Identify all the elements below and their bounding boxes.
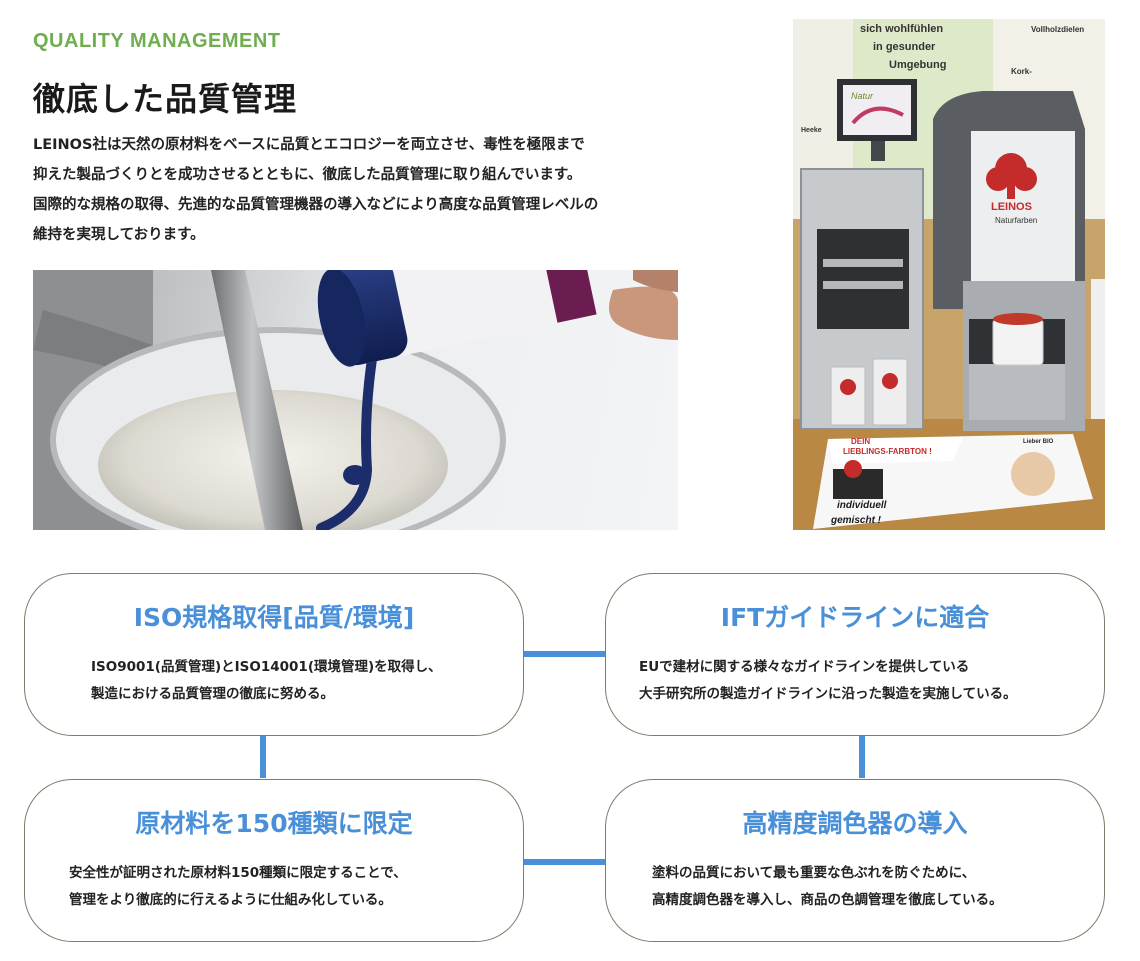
banner-line-4: gemischt ! — [831, 515, 882, 526]
poster-slogan-2: in gesunder — [873, 41, 936, 53]
feature-line: 高精度調色器を導入し、商品の色調管理を徹底している。 — [652, 892, 1003, 908]
banner-line-1: DEIN — [851, 437, 871, 446]
intro-line: 抑えた製品づくりとを成功させるとともに、徹底した品質管理に取り組んでいます。 — [33, 167, 582, 183]
feature-line: ISO9001(品質管理)とISO14001(環境管理)を取得し、 — [91, 659, 442, 675]
feature-line: EUで建材に関する様々なガイドラインを提供している — [639, 659, 970, 675]
banner-logo: Lieber BIO — [1023, 439, 1054, 445]
connector-h-top — [524, 651, 605, 657]
poster-kork-text: Kork- — [1011, 67, 1032, 76]
feature-title: IFTガイドラインに適合 — [720, 603, 990, 632]
monitor-screen-text: Natur — [851, 91, 874, 101]
connector-v-left — [260, 736, 266, 778]
banner-line-2: LIEBLINGS-FARBTON ! — [843, 447, 932, 456]
feature-line: 製造における品質管理の徹底に努める。 — [91, 686, 334, 702]
feature-description: 塗料の品質において最も重要な色ぶれを防ぐために、 高精度調色器を導入し、商品の色… — [652, 860, 1003, 914]
connector-h-bottom — [524, 859, 605, 865]
feature-card-ift: IFTガイドラインに適合 EUで建材に関する様々なガイドラインを提供している 大… — [605, 573, 1105, 736]
feature-title: 原材料を150種類に限定 — [135, 809, 413, 838]
feature-line: 安全性が証明された原材料150種類に限定することで、 — [69, 865, 407, 881]
feature-description: ISO9001(品質管理)とISO14001(環境管理)を取得し、 製造における… — [91, 654, 442, 708]
feature-card-raw-materials: 原材料を150種類に限定 安全性が証明された原材料150種類に限定することで、 … — [24, 779, 524, 942]
page-title: 徹底した品質管理 — [33, 80, 298, 118]
intro-line: 維持を実現しております。 — [33, 227, 205, 243]
feature-title: ISO規格取得[品質/環境] — [133, 603, 415, 632]
connector-v-right — [859, 736, 865, 778]
feature-line: 大手研究所の製造ガイドラインに沿った製造を実施している。 — [639, 686, 1017, 702]
machine-brand-sub: Naturfarben — [995, 216, 1038, 225]
paint-pour-photo — [33, 270, 678, 530]
feature-title: 高精度調色器の導入 — [742, 809, 968, 838]
intro-text: LEINOS社は天然の原材料をベースに品質とエコロジーを両立させ、毒性を極限まで… — [33, 130, 753, 250]
poster-right-text: Vollholzdielen — [1031, 25, 1085, 34]
poster-slogan-3: Umgebung — [889, 59, 947, 71]
feature-description: 安全性が証明された原材料150種類に限定することで、 管理をより徹底的に行えるよ… — [69, 860, 407, 914]
intro-line: 国際的な規格の取得、先進的な品質管理機器の導入などにより高度な品質管理レベルの — [33, 197, 599, 213]
feature-description: EUで建材に関する様々なガイドラインを提供している 大手研究所の製造ガイドライン… — [639, 654, 1017, 708]
poster-heeke-text: Heeke — [801, 127, 822, 134]
machine-brand-logo: LEINOS — [991, 201, 1032, 213]
feature-line: 管理をより徹底的に行えるように仕組み化している。 — [69, 892, 392, 908]
feature-card-color-matcher: 高精度調色器の導入 塗料の品質において最も重要な色ぶれを防ぐために、 高精度調色… — [605, 779, 1105, 942]
section-eyebrow: QUALITY MANAGEMENT — [33, 30, 281, 52]
feature-line: 塗料の品質において最も重要な色ぶれを防ぐために、 — [652, 865, 976, 881]
poster-slogan-1: sich wohlfühlen — [860, 23, 944, 35]
feature-card-iso: ISO規格取得[品質/環境] ISO9001(品質管理)とISO14001(環境… — [24, 573, 524, 736]
banner-line-3: individuell — [837, 500, 887, 511]
color-mixing-machine-photo: sich wohlfühlen in gesunder Umgebung Vol… — [793, 19, 1105, 530]
intro-line: LEINOS社は天然の原材料をベースに品質とエコロジーを両立させ、毒性を極限まで — [33, 137, 585, 153]
